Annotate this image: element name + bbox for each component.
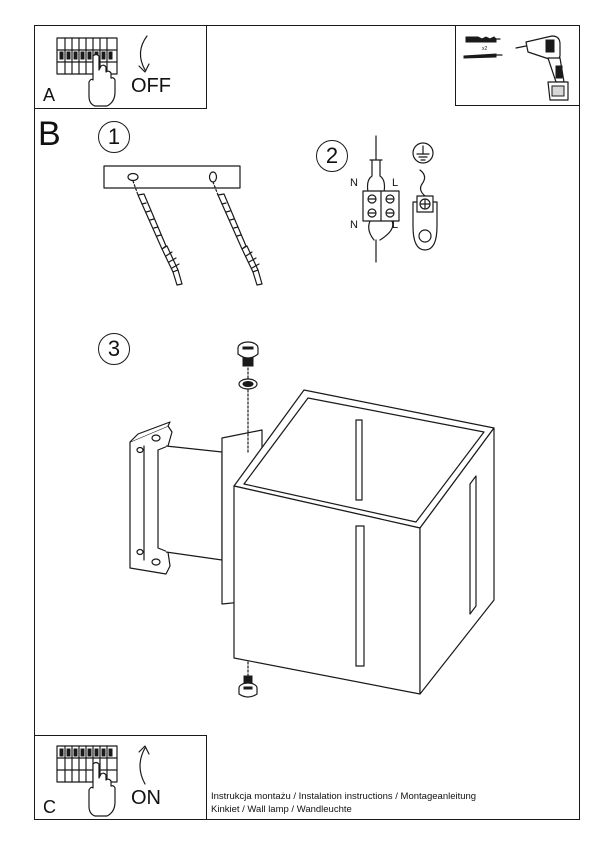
step-c-action-label: ON (131, 787, 161, 809)
mounting-template (103, 165, 241, 189)
mounting-bracket (129, 421, 223, 575)
arrow-down-icon (139, 35, 148, 71)
cube-lamp-body (233, 389, 495, 695)
screw-icon (463, 53, 503, 59)
footer-title: Instrukcja montażu / Instalation instruc… (211, 791, 477, 802)
tools-panel: x2 (455, 25, 580, 106)
step-c-panel: C ON (34, 735, 207, 820)
circuit-breaker-illustration-on (56, 745, 150, 817)
ground-terminal (412, 195, 438, 251)
front-slit (355, 525, 365, 667)
side-slit (469, 475, 477, 615)
anchor-count: x2 (482, 46, 488, 52)
screw-anchor-right (212, 181, 263, 286)
step-a-panel: A OFF (34, 25, 207, 109)
sub-step-3-marker: 3 (98, 333, 130, 365)
drill-icon (515, 35, 569, 101)
hand-icon (88, 53, 116, 107)
step-c-letter: C (43, 797, 56, 817)
page-frame (34, 25, 580, 820)
wire-label-n-bottom: N (350, 219, 358, 231)
wire-label-l-top: L (392, 177, 399, 189)
footer-subtitle: Kinkiet / Wall lamp / Wandleuchte (211, 804, 352, 815)
screw-anchor-left (132, 180, 183, 286)
bottom-screw (238, 661, 258, 698)
step-b-letter: B (38, 115, 61, 153)
step-a-action-label: OFF (131, 75, 171, 97)
wire-label-l-bottom: L (392, 219, 399, 231)
tools-illustration: x2 (463, 35, 569, 101)
hand-icon (88, 761, 116, 817)
wall-plug-icon (465, 36, 501, 43)
top-screw (237, 341, 259, 453)
sub-step-1-marker: 1 (98, 121, 130, 153)
inner-slit (355, 419, 363, 501)
step-a-letter: A (43, 85, 56, 105)
arrow-up-icon (139, 747, 146, 785)
circuit-breaker-illustration (56, 35, 150, 107)
sub-step-2-marker: 2 (316, 140, 348, 172)
wire-label-n-top: N (350, 177, 358, 189)
